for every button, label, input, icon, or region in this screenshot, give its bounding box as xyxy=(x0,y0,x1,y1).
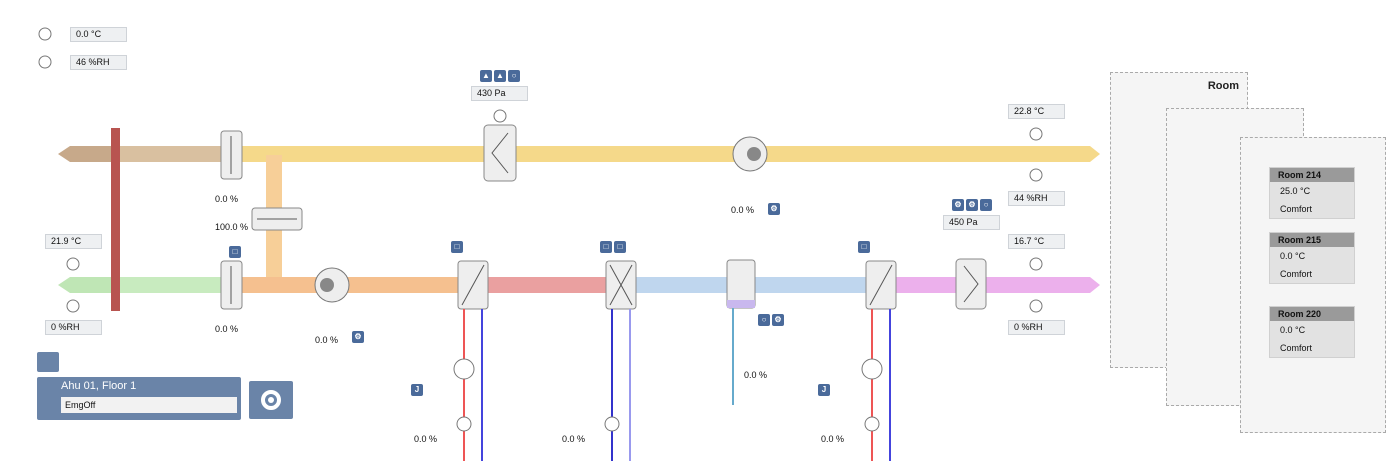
damper-bottom-mode-icon[interactable]: □ xyxy=(229,246,241,258)
exhaust-fan-settings-icon[interactable]: ⚙ xyxy=(768,203,780,215)
damper-bottom-position: 0.0 % xyxy=(215,324,239,334)
damper-mix xyxy=(251,207,303,231)
supply-humidity-value: 0 %RH xyxy=(1008,320,1065,335)
exhaust-duct-arrow xyxy=(1090,146,1100,162)
room-panel-title: Room xyxy=(1207,80,1239,92)
intake-duct xyxy=(118,277,230,293)
cooling-coil xyxy=(605,260,637,310)
room-name: Room 220 xyxy=(1270,307,1354,321)
cooling-valve xyxy=(604,416,620,432)
room-card[interactable]: Room 214 25.0 °C Comfort xyxy=(1269,167,1355,219)
exhaust-temp-sensor xyxy=(1029,127,1043,141)
room-card[interactable]: Room 220 0.0 °C Comfort xyxy=(1269,306,1355,358)
ahu-status: EmgOff xyxy=(61,397,237,413)
cooling-mode-icon[interactable]: □ xyxy=(600,241,612,253)
supply-temp-value: 16.7 °C xyxy=(1008,234,1065,249)
preheat-valve xyxy=(456,416,472,432)
room-name: Room 214 xyxy=(1270,168,1354,182)
humidifier-power-icon[interactable]: ○ xyxy=(758,314,770,326)
intake-humidity-sensor xyxy=(66,299,80,313)
room-temp: 0.0 °C xyxy=(1280,251,1306,261)
exhaust-fan xyxy=(732,136,768,172)
exhaust-filter-power-icon[interactable]: ○ xyxy=(980,199,992,211)
intake-temp-value: 21.9 °C xyxy=(45,234,102,249)
ahu-panel[interactable]: Ahu 01, Floor 1 EmgOff xyxy=(37,377,241,420)
cooling-mode2-icon[interactable]: □ xyxy=(614,241,626,253)
supply-fan-power-icon[interactable]: ○ xyxy=(508,70,520,82)
reheat-coil xyxy=(865,260,897,310)
exhaust-filter xyxy=(483,124,517,182)
outdoor-humidity-sensor xyxy=(38,55,52,69)
settings-button[interactable] xyxy=(249,381,293,419)
damper-bottom xyxy=(220,260,243,310)
outdoor-temp-sensor xyxy=(38,27,52,41)
exhaust-filter-gear-icon[interactable]: ⚙ xyxy=(966,199,978,211)
room-temp: 0.0 °C xyxy=(1280,325,1306,335)
room-mode: Comfort xyxy=(1280,269,1313,279)
damper-top-position: 0.0 % xyxy=(215,194,239,204)
outdoor-temp-value: 0.0 °C xyxy=(70,27,127,42)
reheat-pump xyxy=(861,358,883,380)
reheat-valve-position: 0.0 % xyxy=(821,434,845,444)
preheat-valve-position: 0.0 % xyxy=(414,434,438,444)
preheat-duct xyxy=(230,277,470,293)
supply-humidity-sensor xyxy=(1029,299,1043,313)
outdoor-humidity-value: 46 %RH xyxy=(70,55,127,70)
supply-temp-sensor xyxy=(1029,257,1043,271)
heated-duct xyxy=(470,277,620,293)
damper-mix-position: 100.0 % xyxy=(215,222,249,232)
building-wall xyxy=(111,128,120,311)
exhaust-fan-speed: 0.0 % xyxy=(731,205,755,215)
cooling-valve-position: 0.0 % xyxy=(562,434,586,444)
supply-fan-pressure: 430 Pa xyxy=(471,86,528,101)
return-duct-left xyxy=(58,146,118,162)
exhaust-duct xyxy=(230,146,1090,162)
supply-fan-speed: 0.0 % xyxy=(315,335,339,345)
intake-duct-left xyxy=(58,277,118,293)
supply-fan-settings-icon[interactable]: ⚙ xyxy=(352,331,364,343)
supply-fan-alarm-icon[interactable]: ▲ xyxy=(480,70,492,82)
damper-top xyxy=(220,130,243,180)
exhaust-humidity-sensor xyxy=(1029,168,1043,182)
preheat-mode-icon[interactable]: □ xyxy=(451,241,463,253)
exhaust-temp-value: 22.8 °C xyxy=(1008,104,1065,119)
return-duct-segment xyxy=(118,146,230,162)
room-mode: Comfort xyxy=(1280,204,1313,214)
room-card[interactable]: Room 215 0.0 °C Comfort xyxy=(1269,232,1355,284)
room-mode: Comfort xyxy=(1280,343,1313,353)
intake-temp-sensor xyxy=(66,257,80,271)
reheat-mode-icon[interactable]: □ xyxy=(858,241,870,253)
reheat-pump-icon[interactable]: J xyxy=(818,384,830,396)
humidifier-settings-icon[interactable]: ⚙ xyxy=(772,314,784,326)
humidifier-output: 0.0 % xyxy=(744,370,768,380)
folder-icon[interactable] xyxy=(37,352,59,372)
supply-duct-arrow xyxy=(1090,277,1100,293)
gear-icon xyxy=(261,390,281,410)
preheat-coil xyxy=(457,260,489,310)
filter-pressure-sensor xyxy=(493,109,507,123)
intake-humidity-value: 0 %RH xyxy=(45,320,102,335)
reheat-valve xyxy=(864,416,880,432)
exhaust-pressure-value: 450 Pa xyxy=(943,215,1000,230)
room-temp: 25.0 °C xyxy=(1280,186,1311,196)
preheat-pump xyxy=(453,358,475,380)
exhaust-humidity-value: 44 %RH xyxy=(1008,191,1065,206)
room-name: Room 215 xyxy=(1270,233,1354,247)
supply-filter xyxy=(955,258,987,310)
preheat-pump-icon[interactable]: J xyxy=(411,384,423,396)
supply-fan-mode-icon[interactable]: ▲ xyxy=(494,70,506,82)
humidifier xyxy=(726,259,756,309)
ahu-name: Ahu 01, Floor 1 xyxy=(61,380,137,392)
exhaust-filter-settings-icon[interactable]: ⚙ xyxy=(952,199,964,211)
supply-fan xyxy=(314,267,350,303)
